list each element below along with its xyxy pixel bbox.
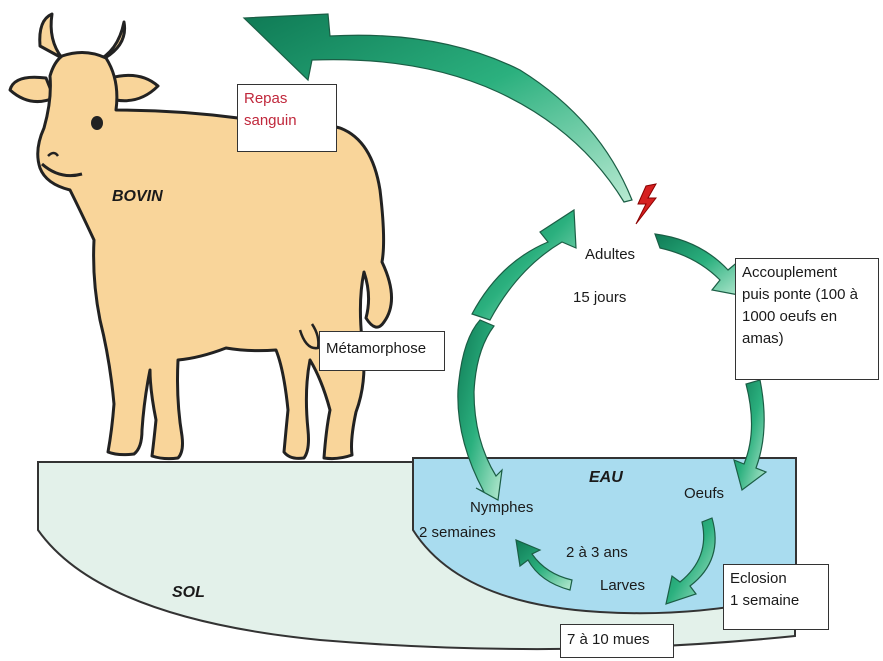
label-larves: Larves bbox=[600, 575, 645, 597]
label-2-semaines: 2 semaines bbox=[419, 522, 496, 544]
cow-illustration bbox=[10, 14, 392, 459]
label-2-a-3-ans: 2 à 3 ans bbox=[566, 542, 628, 564]
arrow-metamorphose-to-adultes bbox=[472, 210, 576, 320]
label-15-jours: 15 jours bbox=[573, 287, 626, 309]
box-7-a-10-mues: 7 à 10 mues bbox=[560, 624, 674, 658]
arrow-ponte bbox=[734, 380, 766, 490]
label-adultes: Adultes bbox=[585, 244, 635, 266]
label-nymphes: Nymphes bbox=[470, 497, 533, 519]
box-eclosion: Eclosion 1 semaine bbox=[723, 564, 829, 630]
cow-ear-left bbox=[10, 77, 54, 101]
label-bovin: BOVIN bbox=[112, 186, 163, 208]
arrow-accouplement bbox=[655, 234, 744, 296]
lightning-icon bbox=[636, 184, 656, 224]
label-eau: EAU bbox=[589, 467, 623, 489]
label-sol: SOL bbox=[172, 582, 205, 604]
label-oeufs: Oeufs bbox=[684, 483, 724, 505]
box-metamorphose: Métamorphose bbox=[319, 331, 445, 371]
cow-eye bbox=[91, 116, 103, 130]
cow-horn-left bbox=[40, 14, 62, 58]
box-accouplement: Accouplement puis ponte (100 à 1000 oeuf… bbox=[735, 258, 879, 380]
cow-body bbox=[38, 52, 392, 458]
box-repas-sanguin: Repas sanguin bbox=[237, 84, 337, 152]
